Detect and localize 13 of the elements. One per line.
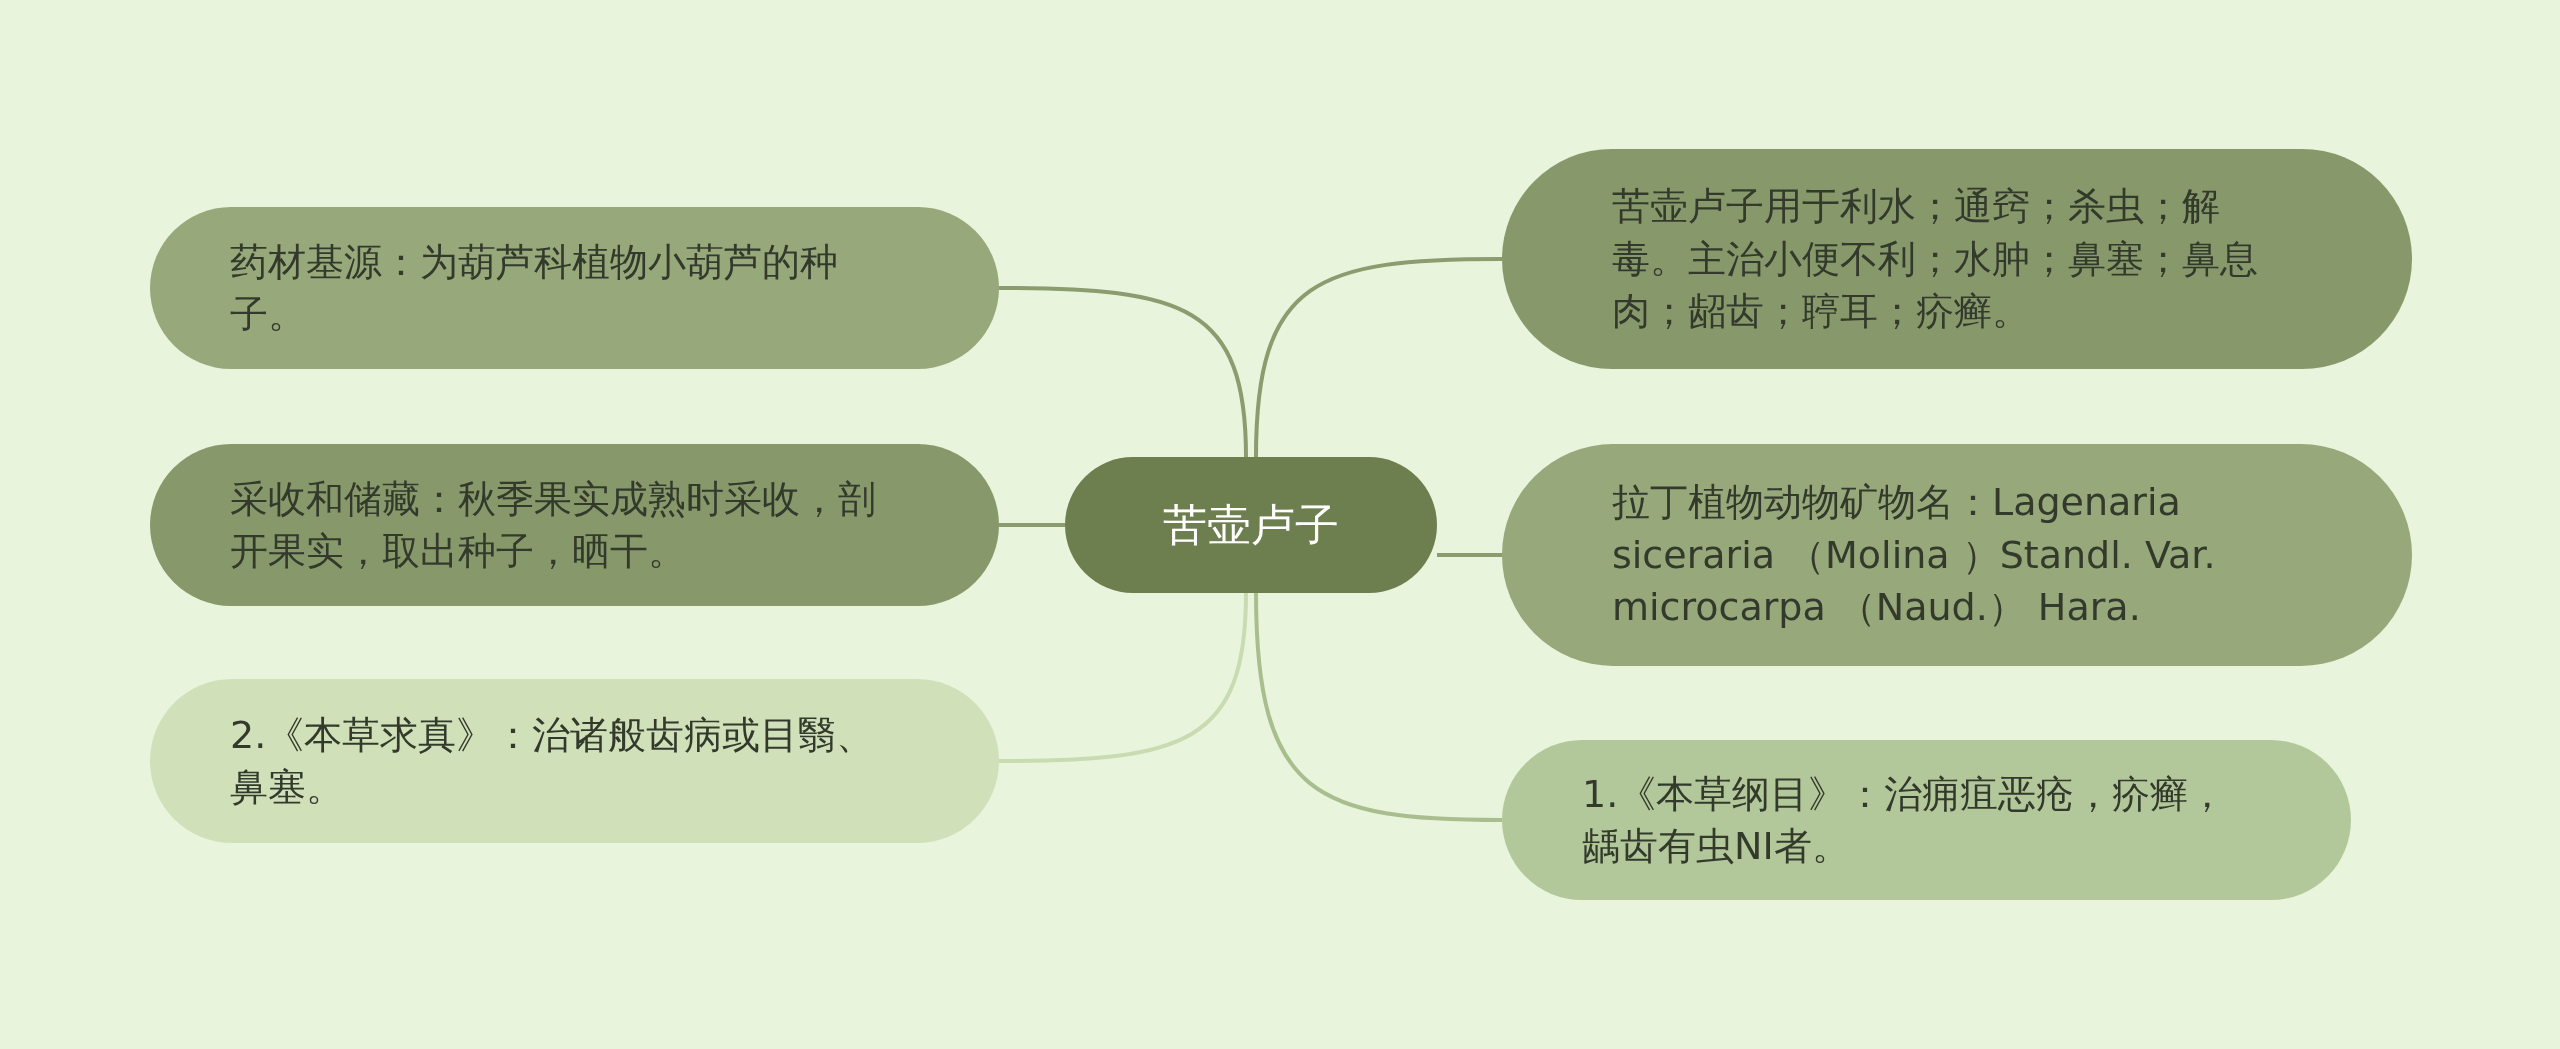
connector-line (1437, 553, 1502, 557)
topic-bubble: 药材基源：为葫芦科植物小葫芦的种子。 (150, 207, 999, 369)
topic-bubble: 苦壶卢子用于利水；通窍；杀虫；解毒。主治小便不利；水肿；鼻塞；鼻息肉；龆齿；聤耳；疥癣。 (1502, 149, 2412, 369)
topic-bubble: 拉丁植物动物矿物名：Lagenaria siceraria （Molina ）Standl. Var. microcarpa （Naud.） Hara. (1502, 444, 2412, 666)
connector-line (1254, 257, 1503, 458)
topic-bubble: 1.《本草纲目》：治痈疽恶疮，疥癣，龋齿有虫NI者。 (1502, 740, 2351, 900)
connector-line (998, 592, 1248, 763)
topic-bubble: 采收和储藏：秋季果实成熟时采收，剖开果实，取出种子，晒干。 (150, 444, 999, 606)
central-topic: 苦壶卢子 (1065, 457, 1437, 593)
connector-line (1254, 592, 1503, 822)
topic-bubble: 2.《本草求真》：治诸般齿病或目翳、鼻塞。 (150, 679, 999, 843)
connector-line (998, 286, 1248, 458)
connector-line (999, 523, 1065, 527)
